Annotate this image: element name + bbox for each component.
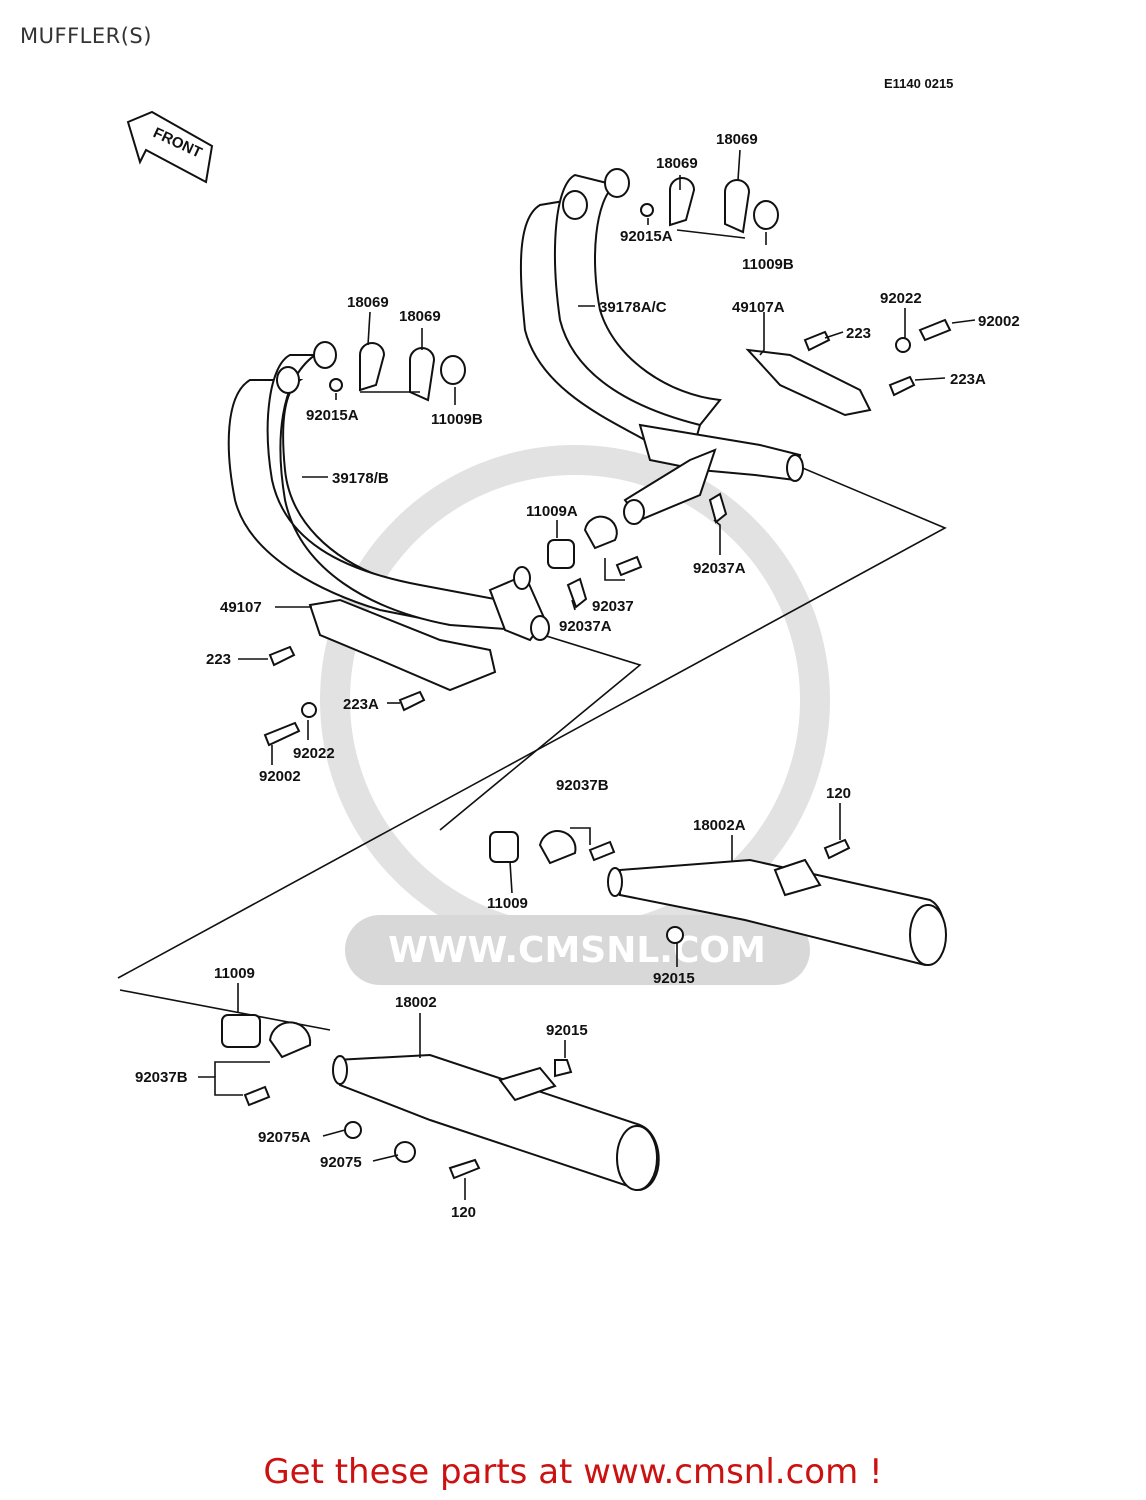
part-label: 223 [206, 651, 231, 668]
part-label: 11009A [526, 503, 578, 520]
part-label: 92075A [258, 1129, 311, 1146]
muffler-left [221, 1014, 660, 1192]
part-label: 120 [826, 785, 851, 802]
clamp-parts-left [263, 342, 466, 747]
cta-link[interactable]: Get these parts at www.cmsnl.com ! [263, 1452, 883, 1492]
part-label: 18069 [399, 308, 441, 325]
part-label: 18069 [347, 294, 389, 311]
part-label: 223A [343, 696, 379, 713]
front-arrow-icon: FRONT [126, 110, 214, 184]
part-label: 92037 [592, 598, 634, 615]
part-labels: 18069 18069 92015A 11009B 39178A/C 49107… [135, 131, 1020, 1221]
sleeve-clamp-parts-middle [547, 492, 728, 609]
part-label: 92037B [135, 1069, 188, 1086]
part-label: 49107A [732, 299, 785, 316]
part-label: 223A [950, 371, 986, 388]
watermark: WWW.CMSNL.COM [320, 445, 830, 985]
clamp-parts-right [640, 177, 952, 397]
part-label: 92037B [556, 777, 609, 794]
page-title: MUFFLER(S) [20, 24, 152, 48]
part-label: 18069 [656, 155, 698, 172]
part-label: 11009B [431, 411, 483, 428]
exhaust-pipe-left [227, 341, 550, 692]
part-label: 92002 [978, 313, 1020, 330]
part-label: 92037A [559, 618, 612, 635]
part-label: 39178A/C [599, 299, 667, 316]
muffler-right [489, 830, 947, 967]
part-label: 49107 [220, 599, 262, 616]
part-label: 18069 [716, 131, 758, 148]
part-label: 18002 [395, 994, 437, 1011]
part-label: 92015 [653, 970, 695, 987]
diagram-code: E1140 0215 [884, 76, 954, 91]
part-label: 92015A [306, 407, 359, 424]
part-label: 120 [451, 1204, 476, 1221]
part-label: 18002A [693, 817, 746, 834]
exhaust-pipe-right [519, 168, 872, 525]
part-label: 11009 [487, 895, 528, 912]
watermark-text: WWW.CMSNL.COM [388, 930, 766, 971]
part-label: 92022 [880, 290, 922, 307]
leader-lines [198, 149, 976, 1200]
part-label: 92002 [259, 768, 301, 785]
part-label: 92015 [546, 1022, 588, 1039]
part-label: 11009B [742, 256, 794, 273]
part-label: 92022 [293, 745, 335, 762]
part-label: 39178/B [332, 470, 389, 487]
part-label: 11009 [214, 965, 255, 982]
part-label: 223 [846, 325, 871, 342]
part-label: 92015A [620, 228, 673, 245]
part-label: 92037A [693, 560, 746, 577]
part-label: 92075 [320, 1154, 362, 1171]
